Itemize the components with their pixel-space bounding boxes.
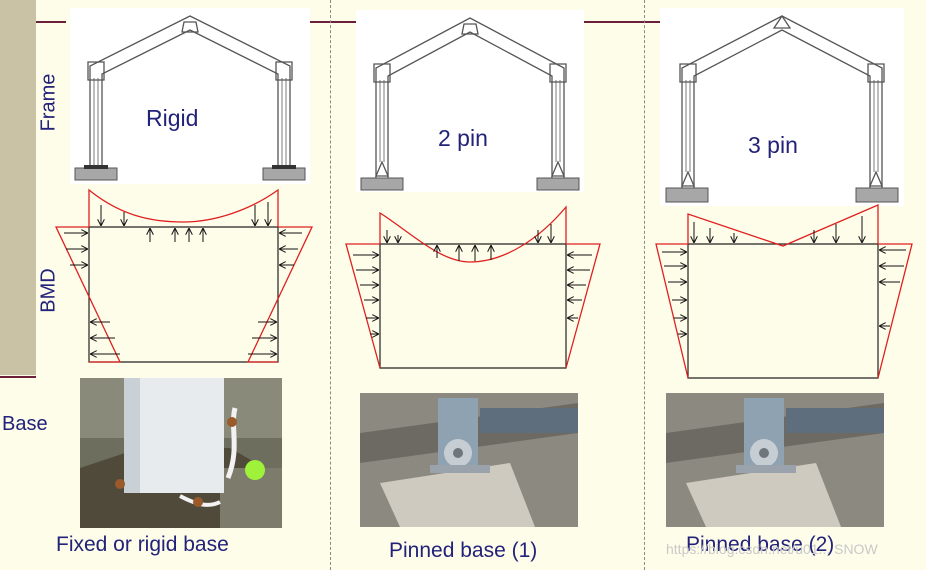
top-divider-right [584, 21, 660, 23]
frame-panel-3pin: 3 pin [660, 8, 904, 206]
watermark-text: https://blog.csdn.net/u01... SNOW [666, 541, 878, 557]
bmd-diagrams [54, 188, 913, 379]
base-caption-pinned-1: Pinned base (1) [389, 539, 538, 562]
column-separator-2 [644, 0, 645, 570]
column-separator-1 [330, 0, 331, 570]
top-divider-left [36, 21, 66, 23]
frame-label-2pin: 2 pin [438, 125, 488, 151]
bmd-2pin [345, 205, 601, 369]
frame-drawing-3pin [665, 14, 899, 203]
sidebar-bar [0, 0, 36, 375]
bmd-rigid [54, 188, 314, 363]
bmd-3pin [655, 204, 913, 379]
base-photo-pinned-1 [360, 393, 578, 527]
base-photo-pinned-2 [666, 393, 884, 527]
frame-label-3pin: 3 pin [748, 132, 798, 158]
base-row-label: Base [2, 413, 48, 435]
base-caption-pinned-2: Pinned base (2) [686, 533, 835, 556]
frame-panel-2pin: 2 pin [356, 10, 584, 192]
base-caption-fixed: Fixed or rigid base [56, 533, 229, 556]
frame-drawing-rigid [74, 15, 306, 181]
base-divider [0, 376, 36, 378]
frame-drawing-2pin [360, 17, 580, 191]
top-divider-middle [310, 21, 356, 23]
frame-panel-rigid: Rigid [70, 8, 310, 184]
frame-label-rigid: Rigid [146, 105, 199, 131]
base-photo-fixed [80, 378, 282, 528]
